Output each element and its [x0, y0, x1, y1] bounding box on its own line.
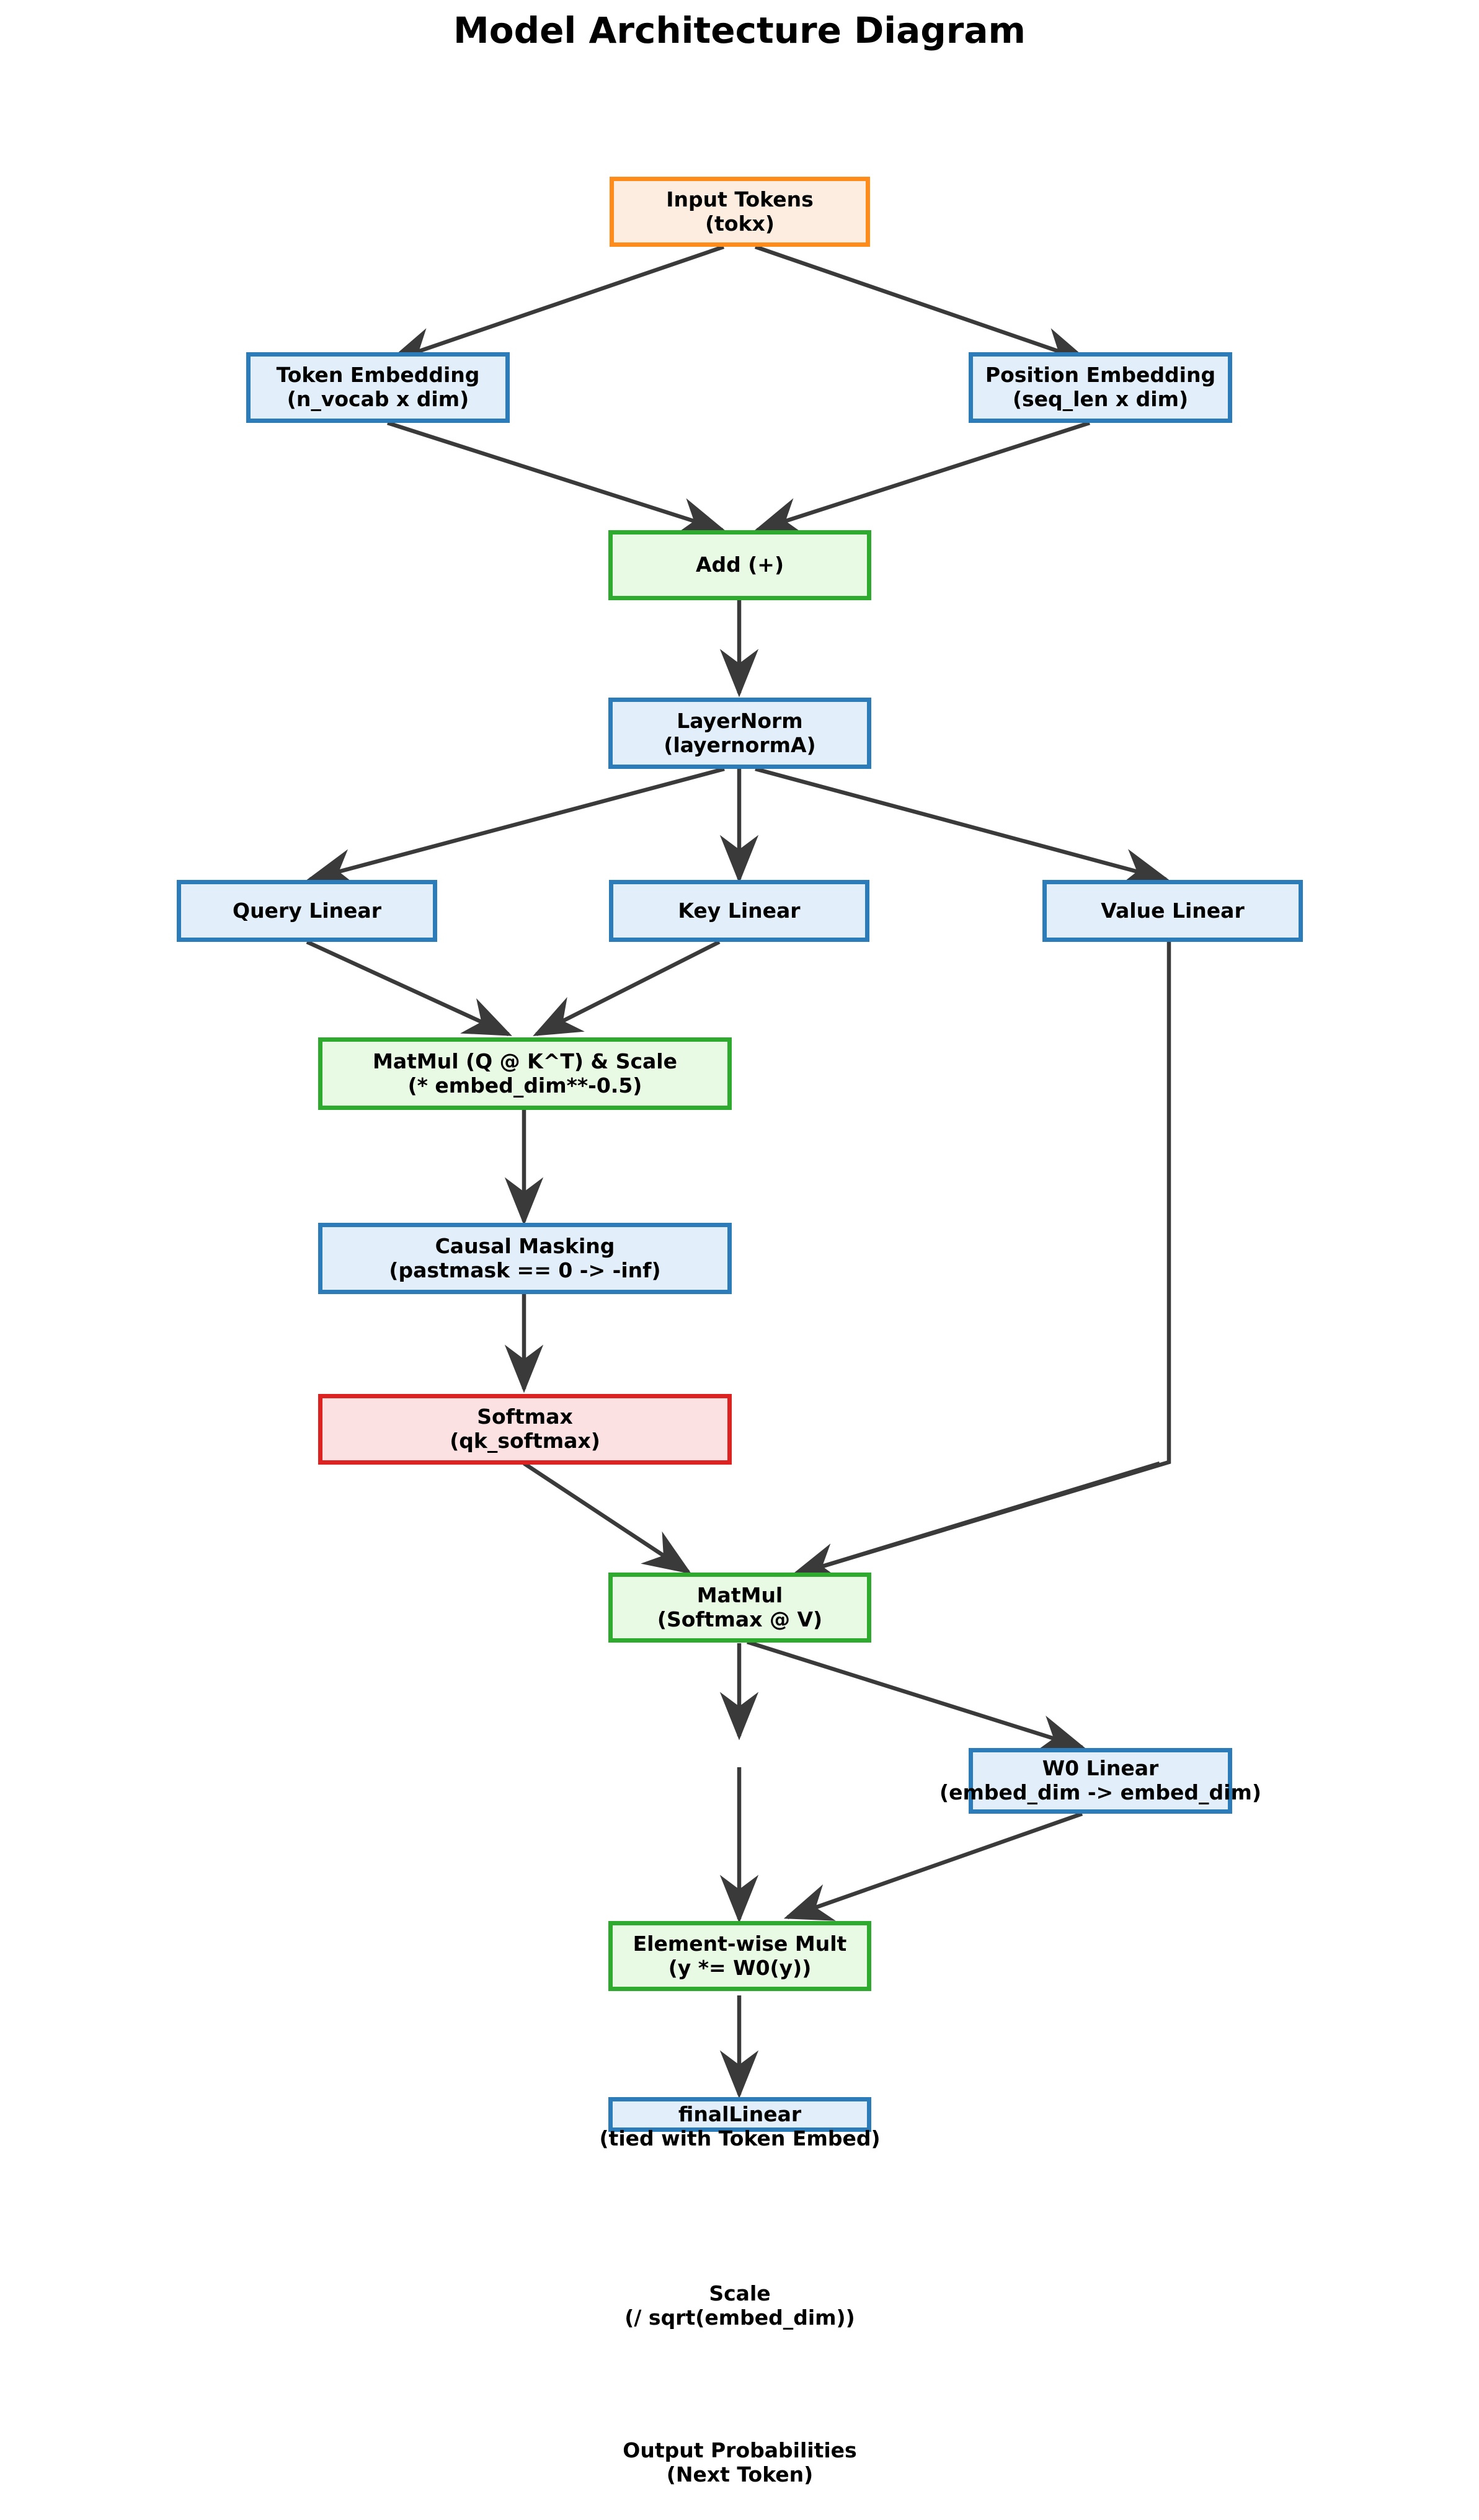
node-key-linear-line1: Key Linear	[678, 898, 801, 923]
node-final-linear-line1: finalLinear	[678, 2102, 802, 2126]
node-output-probabilities: Output Probabilities (Next Token)	[608, 2428, 871, 2498]
node-causal-masking[interactable]: Causal Masking (pastmask == 0 -> -inf)	[318, 1223, 732, 1294]
edge-softmax-to-matmul-sv	[523, 1462, 692, 1574]
node-add-line1: Add (+)	[695, 552, 784, 577]
node-causal-masking-line2: (pastmask == 0 -> -inf)	[389, 1258, 661, 1282]
node-matmul-softmax-v[interactable]: MatMul (Softmax @ V)	[608, 1573, 871, 1643]
node-matmul-qk-line2: (* embed_dim**-0.5)	[407, 1073, 642, 1098]
node-input-tokens[interactable]: Input Tokens (tokx)	[610, 177, 870, 247]
node-position-embedding-line2: (seq_len x dim)	[1012, 387, 1189, 411]
edge-input-to-token-embedding	[386, 244, 725, 365]
node-input-tokens-line1: Input Tokens	[666, 187, 814, 211]
edge-layernorm-to-query	[306, 766, 725, 887]
edge-position-embedding-to-add	[753, 420, 1090, 535]
node-layernorm-line2: (layernormA)	[664, 732, 816, 757]
edge-input-to-position-embedding	[754, 244, 1091, 365]
node-value-linear-line1: Value Linear	[1101, 898, 1245, 923]
node-w0-linear-line1: W0 Linear	[1042, 1756, 1159, 1781]
node-input-tokens-line2: (tokx)	[705, 211, 775, 236]
page-title: Model Architecture Diagram	[453, 9, 1026, 51]
node-position-embedding[interactable]: Position Embedding (seq_len x dim)	[969, 352, 1232, 423]
node-causal-masking-line1: Causal Masking	[435, 1233, 615, 1258]
node-scale-note-line1: Scale	[709, 2281, 771, 2305]
node-value-linear[interactable]: Value Linear	[1042, 880, 1303, 942]
node-token-embedding-line2: (n_vocab x dim)	[286, 387, 469, 411]
node-matmul-softmax-v-line1: MatMul	[696, 1582, 783, 1607]
node-query-linear[interactable]: Query Linear	[177, 880, 437, 942]
node-matmul-qk[interactable]: MatMul (Q @ K^T) & Scale (* embed_dim**-…	[318, 1037, 732, 1110]
node-output-probabilities-line2: (Next Token)	[666, 2462, 814, 2487]
node-layernorm[interactable]: LayerNorm (layernormA)	[608, 698, 871, 769]
node-token-embedding[interactable]: Token Embedding (n_vocab x dim)	[246, 352, 510, 423]
node-elementwise-mult-line1: Element-wise Mult	[633, 1931, 847, 1956]
node-softmax-line2: (qk_softmax)	[450, 1429, 600, 1453]
node-elementwise-mult-line2: (y *= W0(y))	[668, 1955, 812, 1980]
edge-value-to-matmul-sv-head	[789, 1461, 1160, 1581]
node-scale-note: Scale (/ sqrt(embed_dim))	[608, 2271, 871, 2341]
node-final-linear[interactable]: finalLinear (tied with Token Embed)	[599, 2097, 881, 2150]
node-softmax-line1: Softmax	[477, 1404, 573, 1429]
node-matmul-qk-line1: MatMul (Q @ K^T) & Scale	[373, 1049, 677, 1073]
edge-w0-to-elementwise	[783, 1811, 1083, 1921]
node-position-embedding-line1: Position Embedding	[985, 363, 1216, 388]
edge-query-to-matmul-qk	[306, 940, 512, 1036]
node-final-linear-line2: (tied with Token Embed)	[599, 2126, 881, 2150]
node-softmax[interactable]: Softmax (qk_softmax)	[318, 1394, 732, 1465]
edge-value-to-matmul-sv	[793, 942, 1171, 1577]
node-query-linear-line1: Query Linear	[233, 898, 381, 923]
edge-key-to-matmul-qk	[533, 940, 721, 1036]
node-w0-linear-line2: (embed_dim -> embed_dim)	[939, 1780, 1261, 1804]
edge-token-embedding-to-add	[387, 420, 727, 535]
node-add[interactable]: Add (+)	[608, 530, 871, 600]
node-scale-note-line2: (/ sqrt(embed_dim))	[624, 2305, 855, 2330]
edge-layernorm-to-value	[755, 766, 1170, 887]
edge-matmul-sv-to-w0	[747, 1639, 1086, 1753]
node-layernorm-line1: LayerNorm	[677, 708, 803, 733]
node-key-linear[interactable]: Key Linear	[609, 880, 869, 942]
node-matmul-softmax-v-line2: (Softmax @ V)	[657, 1607, 823, 1631]
node-w0-linear[interactable]: W0 Linear (embed_dim -> embed_dim)	[939, 1748, 1261, 1814]
node-elementwise-mult[interactable]: Element-wise Mult (y *= W0(y))	[608, 1921, 871, 1991]
node-token-embedding-line1: Token Embedding	[276, 363, 480, 388]
node-output-probabilities-line1: Output Probabilities	[623, 2438, 857, 2462]
